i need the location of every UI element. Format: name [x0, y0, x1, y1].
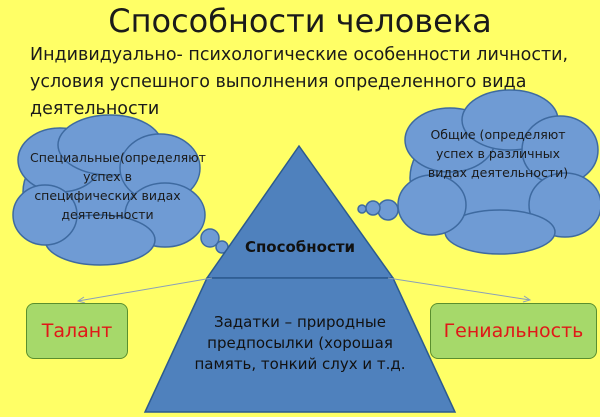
pyramid	[143, 144, 457, 413]
pyramid-top-label: Способности	[244, 238, 356, 256]
page-title: Способности человека	[108, 2, 492, 40]
talent-label: Талант	[41, 320, 113, 342]
cloud-right-text: Общие (определяют успех в различных вида…	[427, 127, 569, 180]
pyramid-bottom-text: Задатки – природные предпосылки (хорошая…	[194, 313, 406, 373]
cloud-left-shape	[12, 114, 234, 266]
genius-box: Гениальность	[430, 303, 597, 359]
genius-label: Гениальность	[443, 320, 584, 342]
connectors	[76, 277, 532, 304]
pyramid-bottom	[143, 277, 457, 413]
cloud-left-text: Специальные(определяют успех в специфиче…	[30, 150, 206, 222]
cloud-right-shape	[357, 89, 600, 255]
talent-box: Талант	[26, 303, 128, 359]
definition-text: Индивидуально- психологические особеннос…	[30, 45, 569, 119]
